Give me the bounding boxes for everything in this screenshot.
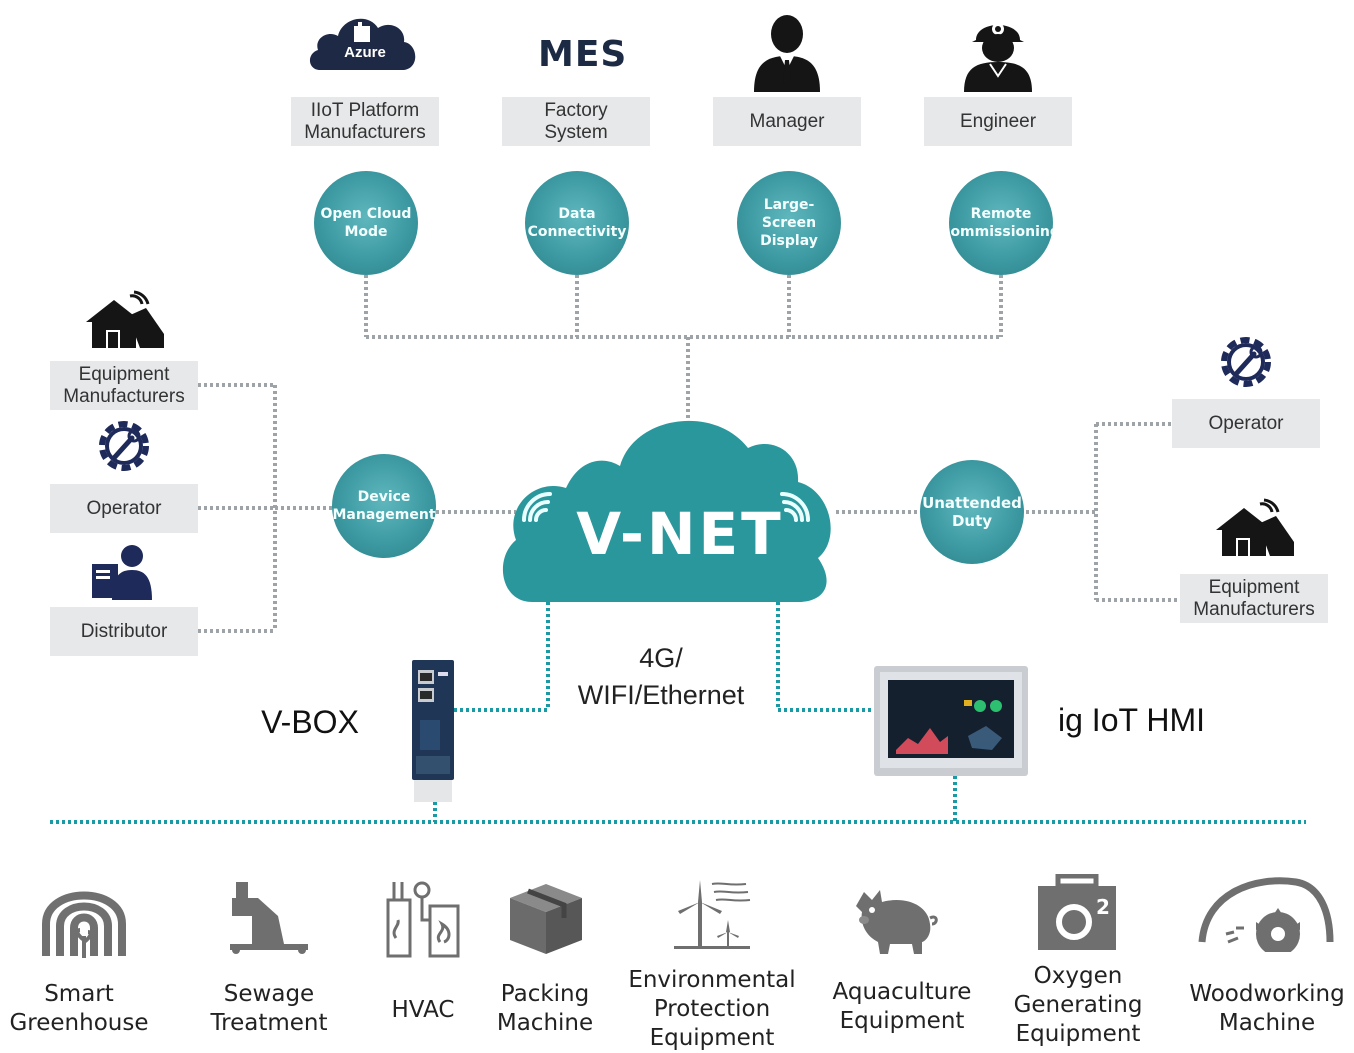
app-label-aquaculture-equipment: Aquaculture Equipment: [832, 979, 972, 1034]
right-operator-box: Operator: [1172, 399, 1320, 448]
hmi-device: [874, 666, 1028, 776]
right-equipment-manufacturers-box: Equipment Manufacturers: [1180, 574, 1328, 623]
app-label-packing-machine: Packing Machine: [496, 981, 594, 1036]
app-label-woodworking-machine: Woodworking Machine: [1189, 981, 1345, 1036]
svg-text:2: 2: [1096, 895, 1110, 919]
iiot-platform-box: IIoT Platform Manufacturers: [291, 97, 439, 146]
v-net-cloud: [502, 420, 831, 602]
wind-turbine-icon: [674, 880, 751, 949]
saw-blade-icon: [1198, 877, 1334, 952]
app-label-smart-greenhouse: Smart Greenhouse: [9, 981, 149, 1036]
engineer-icon: [964, 23, 1032, 92]
left-equipment-manufacturers-box: Equipment Manufacturers: [50, 361, 198, 410]
equipment-manufacturer-icon: [86, 290, 164, 348]
large-screen-display-circle: Large-Screen Display: [737, 171, 841, 275]
open-cloud-mode-circle: Open Cloud Mode: [314, 171, 418, 275]
ig-iot-hmi-label: ig IoT HMI: [1058, 702, 1205, 738]
v-box-device: [412, 660, 454, 802]
factory-system-box: Factory System: [502, 97, 650, 146]
pig-icon: [856, 890, 938, 954]
package-icon: [510, 884, 582, 954]
manager-box: Manager: [713, 97, 861, 146]
hvac-icon: [386, 881, 460, 958]
remote-commissioning-circle: Remote commissioning: [949, 171, 1053, 275]
unattended-duty-circle: Unattended Duty: [920, 460, 1024, 564]
device-management-circle: Device Management: [332, 454, 436, 558]
oxygen-icon: 2: [1038, 874, 1116, 950]
sewage-treatment-icon: [230, 882, 308, 954]
app-label-oxygen-generating: Oxygen Generating Equipment: [1013, 963, 1143, 1047]
v-net-title: V-NET: [576, 500, 784, 568]
manager-icon: [754, 15, 820, 92]
app-label-sewage-treatment: Sewage Treatment: [210, 981, 328, 1036]
equipment-manufacturer-icon: [1216, 498, 1294, 556]
data-connectivity-circle: Data Connectivity: [525, 171, 629, 275]
app-label-environmental-protection: Environmental Protection Equipment: [628, 967, 796, 1051]
mes-logo: MES: [538, 34, 628, 75]
gear-wrench-icon: [99, 421, 149, 471]
distributor-icon: [92, 545, 152, 600]
v-box-label: V-BOX: [261, 704, 359, 740]
gear-wrench-icon: [1221, 337, 1271, 387]
azure-logo-text: Azure: [344, 44, 386, 61]
engineer-box: Engineer: [924, 97, 1072, 146]
greenhouse-icon: [42, 891, 126, 958]
connection-type-label: 4G/ WIFI/Ethernet: [577, 643, 745, 710]
distributor-box: Distributor: [50, 607, 198, 656]
app-label-hvac: HVAC: [391, 997, 455, 1023]
azure-cloud-icon: [309, 18, 416, 70]
left-operator-box: Operator: [50, 484, 198, 533]
